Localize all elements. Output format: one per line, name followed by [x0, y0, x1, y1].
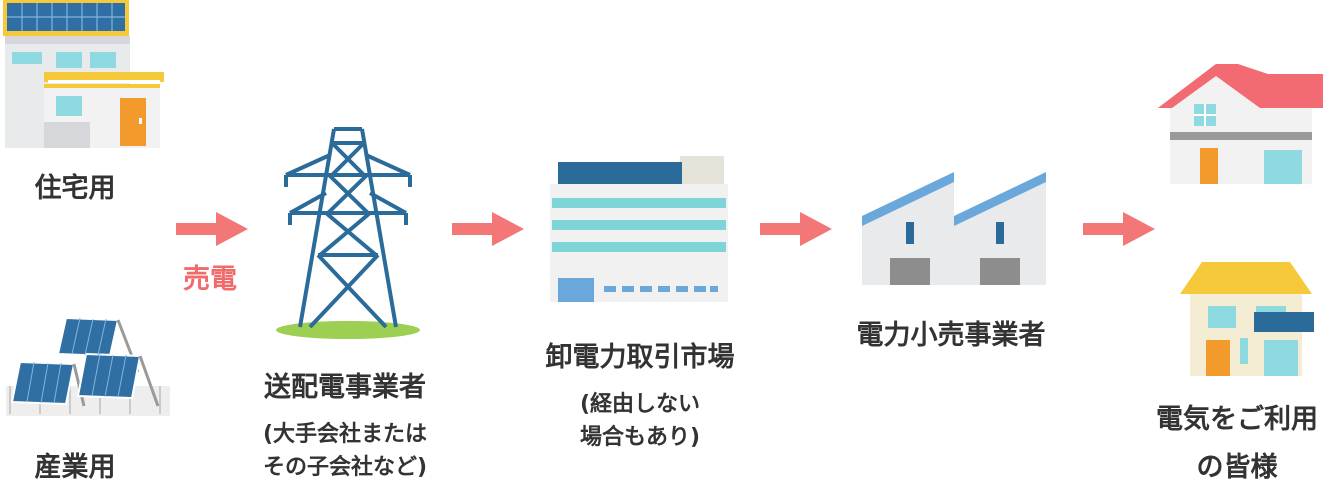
- arrow-right-icon: [1083, 212, 1155, 246]
- ground-solar-panels-icon: [6, 316, 170, 416]
- arrow-right-icon: [452, 212, 524, 246]
- transmission-operator-title: 送配電事業者: [264, 372, 426, 403]
- retailer-title: 電力小売事業者: [856, 320, 1046, 351]
- yellow-roof-house-icon: [1180, 262, 1314, 376]
- wholesale-market-title: 卸電力取引市場: [545, 342, 735, 373]
- sell-electricity-label: 売電: [183, 264, 237, 295]
- wholesale-market-note-line1: (経由しない: [579, 392, 701, 417]
- consumers-label-line1: 電気をご利用: [1156, 404, 1318, 435]
- red-roof-house-icon: [1158, 64, 1323, 184]
- solar-roof-house-icon: [3, 0, 164, 148]
- consumers-label-line2: の皆様: [1196, 452, 1278, 483]
- arrow-right-icon: [176, 212, 248, 246]
- arrow-right-icon: [760, 212, 832, 246]
- factory-icon: [862, 172, 1046, 285]
- wholesale-market-note-line2: 場合もあり): [579, 425, 701, 450]
- transmission-operator-note-line1: (大手会社または: [262, 422, 428, 447]
- transmission-tower-icon: [276, 127, 420, 339]
- office-building-icon: [550, 156, 728, 302]
- industrial-label: 産業用: [34, 452, 116, 483]
- transmission-operator-note-line2: その子会社など): [262, 455, 428, 480]
- residential-label: 住宅用: [34, 173, 116, 204]
